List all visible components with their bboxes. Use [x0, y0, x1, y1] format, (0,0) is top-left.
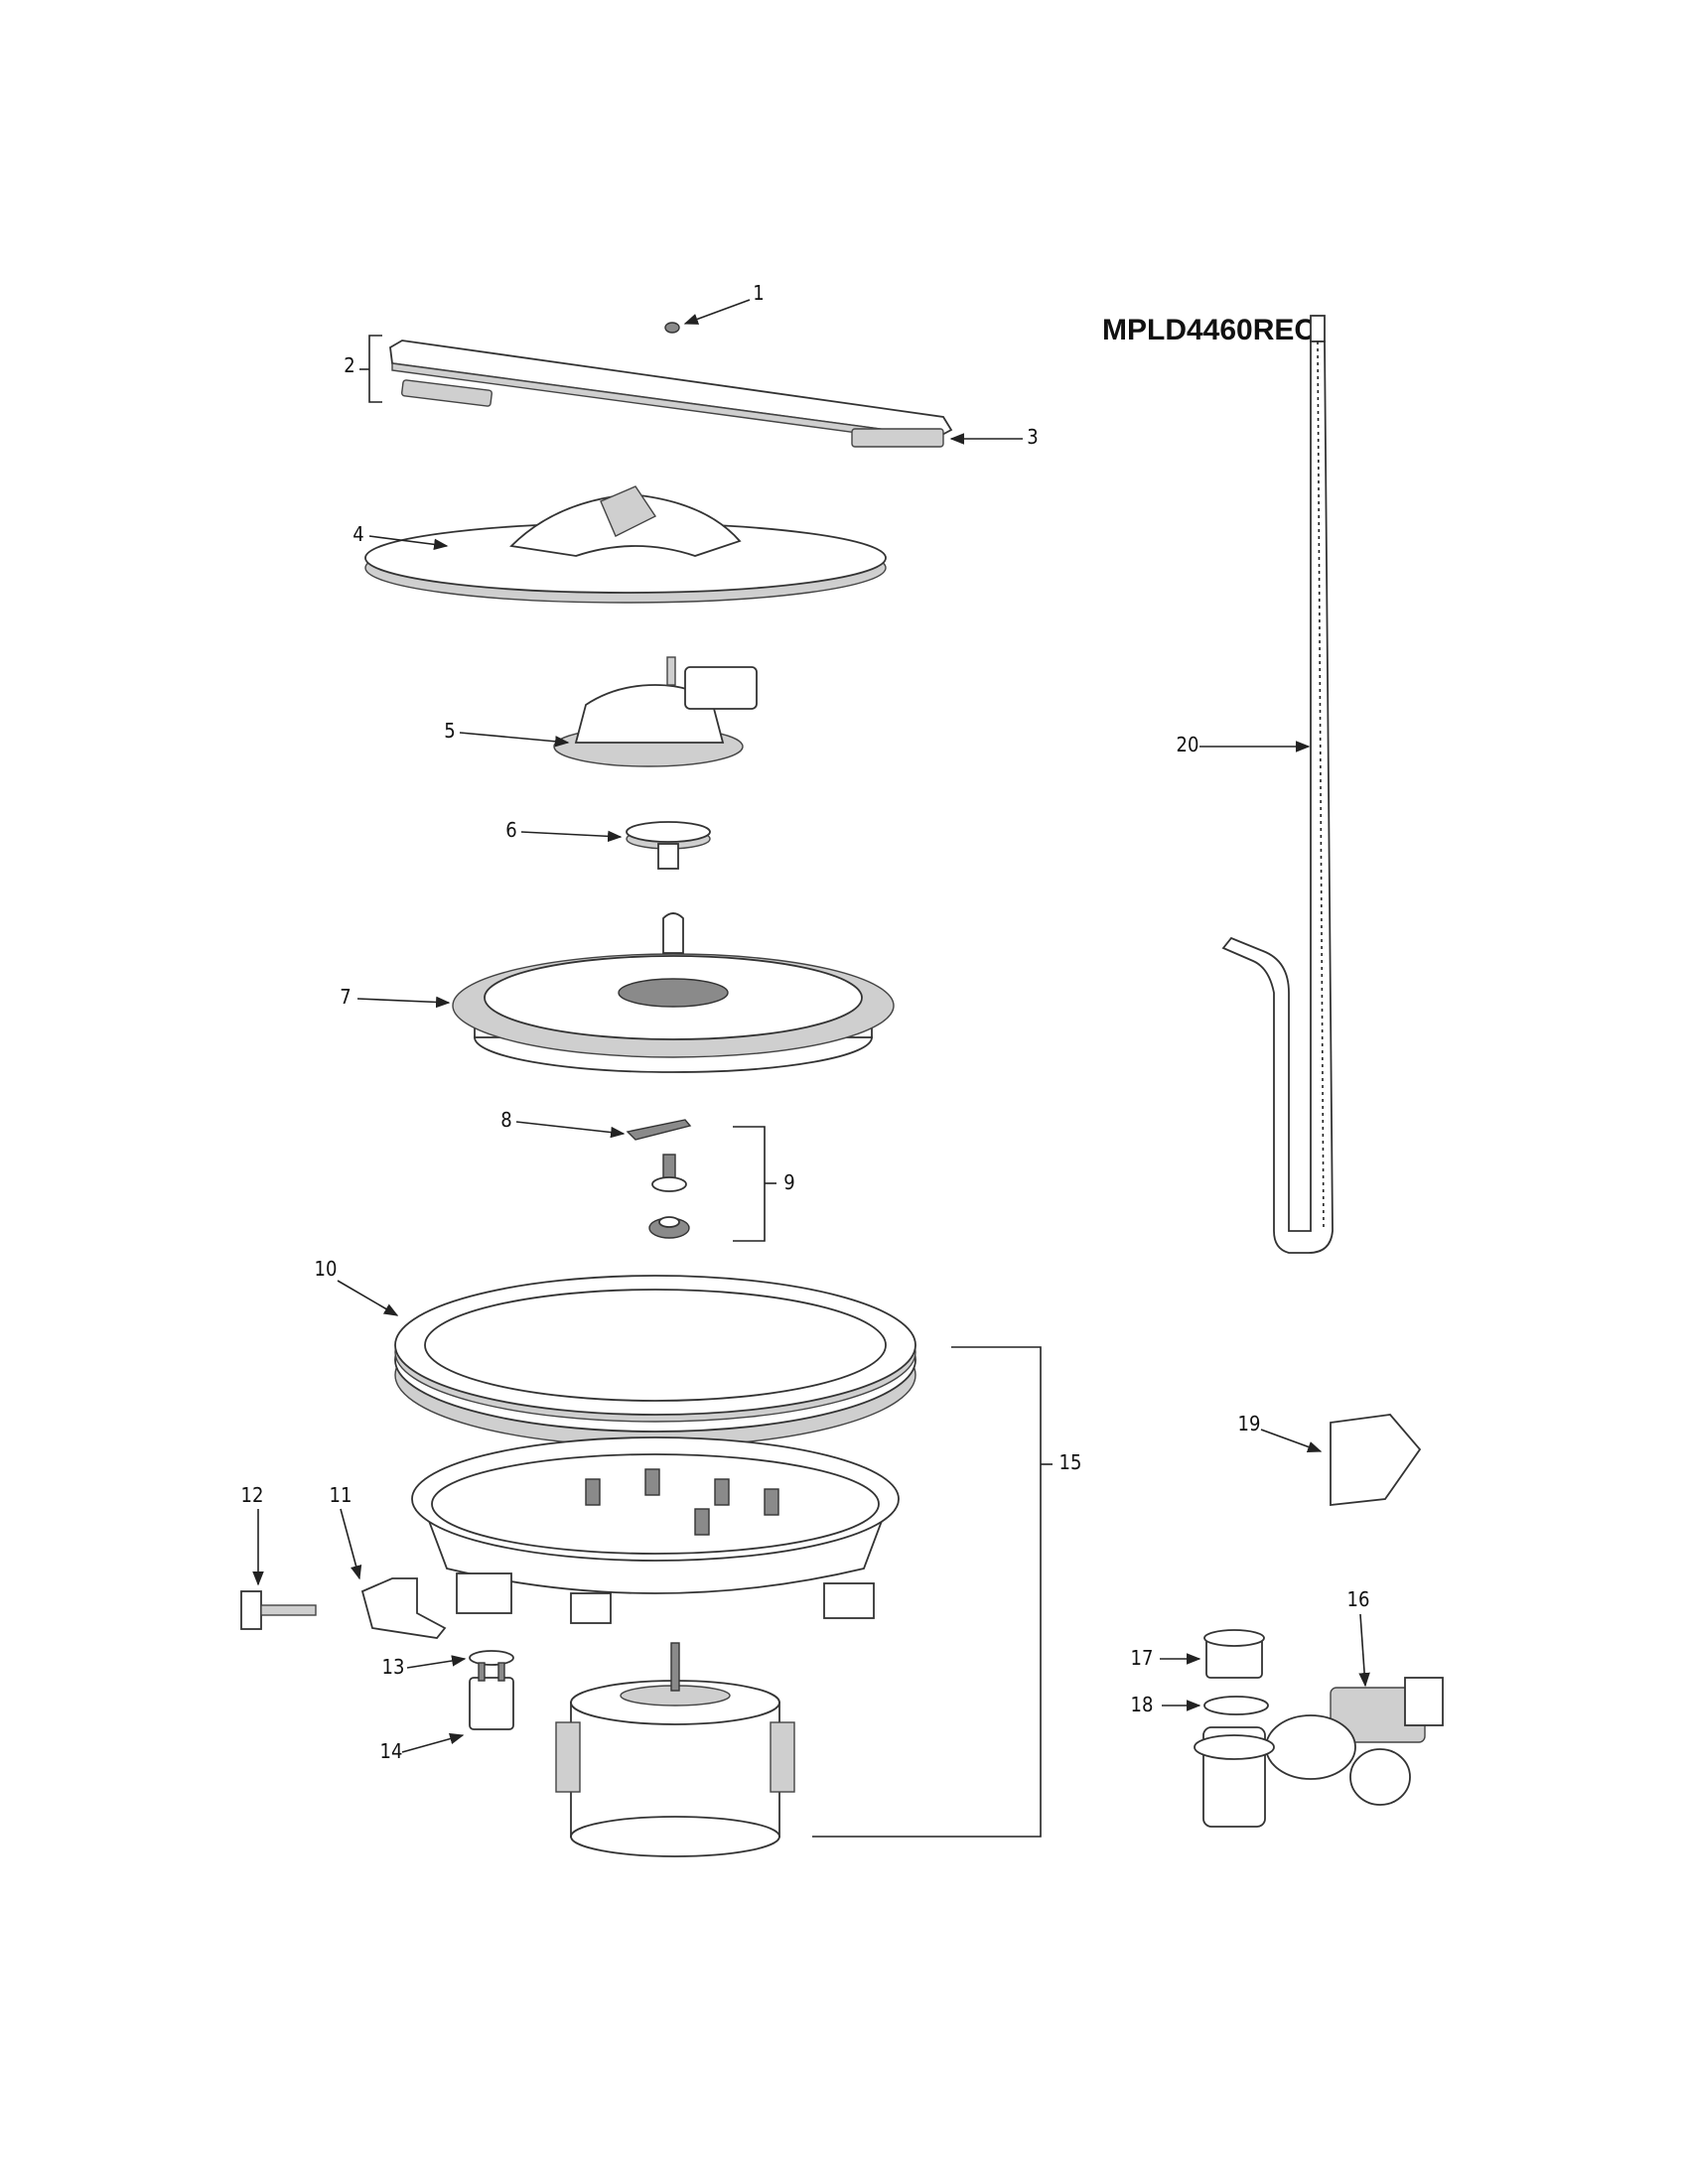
part-10-gasket: [337, 1275, 916, 1447]
part-3-arm-clip: [851, 428, 1023, 448]
callout-20: 20: [1177, 733, 1199, 756]
pump-motor: [555, 1642, 795, 1857]
part-8-clip: [515, 1119, 692, 1141]
callout-15: 15: [1059, 1450, 1082, 1474]
part-12-latch: [240, 1509, 317, 1630]
callout-10: 10: [315, 1257, 338, 1281]
part-18-ring: [1162, 1696, 1269, 1715]
callout-18: 18: [1131, 1693, 1154, 1716]
part-19-switch: [1260, 1414, 1422, 1507]
part-2-spray-arm: [359, 335, 953, 445]
callout-13: 13: [382, 1655, 405, 1679]
part-11-bracket: [340, 1508, 447, 1639]
callout-16: 16: [1347, 1587, 1370, 1611]
part-9-screw-and-seal: [648, 1126, 776, 1242]
part-1-nut: [664, 299, 751, 334]
callout-7: 7: [340, 985, 351, 1009]
callout-4: 4: [352, 522, 363, 546]
callout-17: 17: [1131, 1646, 1154, 1670]
callout-19: 19: [1238, 1412, 1261, 1435]
callout-3: 3: [1027, 425, 1038, 449]
part-6-impeller: [520, 821, 711, 870]
part-16-drain-pump: [1194, 1613, 1444, 1828]
part-7-pump-housing: [356, 912, 895, 1073]
part-13-o-ring: [406, 1650, 514, 1669]
callout-14: 14: [380, 1739, 403, 1763]
callout-6: 6: [505, 818, 516, 842]
callout-9: 9: [783, 1170, 794, 1194]
callout-11: 11: [330, 1483, 352, 1507]
part-14-motor-plug: [401, 1662, 514, 1753]
callout-5: 5: [444, 719, 455, 743]
part-20-hose: [1199, 315, 1334, 1254]
callout-1: 1: [753, 281, 764, 305]
callout-2: 2: [344, 353, 354, 377]
part-17-cap: [1160, 1629, 1265, 1679]
part-5-housing: [459, 656, 758, 767]
part-15-sump-assembly: [411, 1346, 1053, 1838]
model-number: MPLD4460REC: [1102, 314, 1316, 346]
part-4-filter-cover: [364, 485, 887, 604]
callout-12: 12: [241, 1483, 264, 1507]
callout-8: 8: [500, 1108, 511, 1132]
